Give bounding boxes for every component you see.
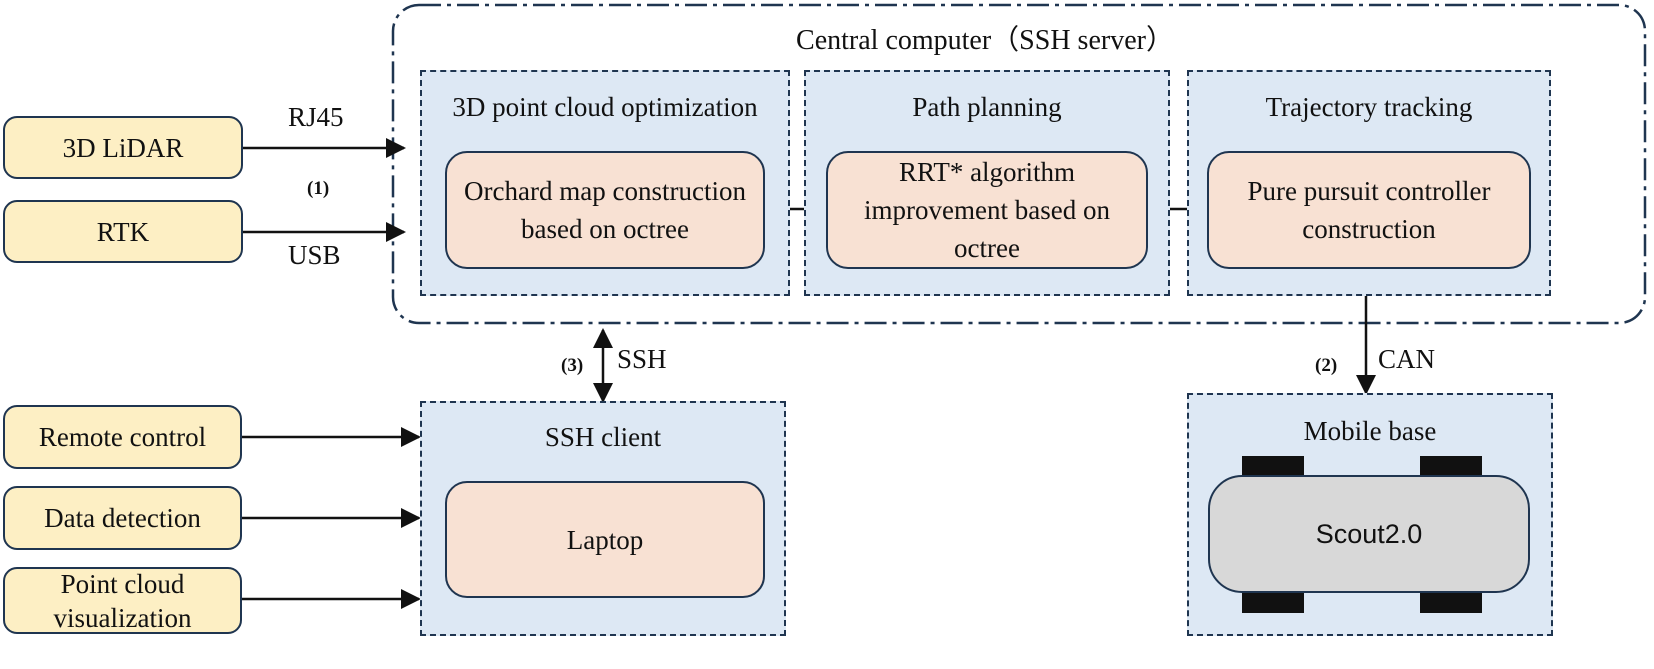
module-mobile-base: Mobile base Scout2.0 [1187, 393, 1553, 636]
module-title: Mobile base [1303, 416, 1437, 446]
wheel-icon [1420, 456, 1482, 479]
link-label-usb: USB [288, 240, 341, 270]
input-point-cloud-visualization: Point cloud visualization [3, 567, 242, 634]
central-computer-title: Central computer（SSH server） [796, 25, 1174, 56]
inner-rrt-algorithm: RRT* algorithm improvement based on octr… [826, 151, 1148, 269]
module-path-planning: Path planning RRT* algorithm improvement… [804, 70, 1170, 296]
link-index-2: (2) [1315, 355, 1338, 376]
wheel-icon [1242, 456, 1304, 479]
input-data-detection: Data detection [3, 486, 242, 550]
link-label-can: CAN [1378, 344, 1436, 374]
link-index-3: (3) [561, 355, 584, 376]
central-computer-outline [391, 3, 1647, 325]
wheel-icon [1420, 590, 1482, 613]
link-label-rj45: RJ45 [288, 102, 344, 132]
module-trajectory-tracking: Trajectory tracking Pure pursuit control… [1187, 70, 1551, 296]
module-title: Path planning [912, 92, 1062, 122]
inner-laptop: Laptop [445, 481, 765, 598]
module-ssh-client: SSH client Laptop [420, 401, 786, 636]
link-label-ssh: SSH [617, 344, 667, 374]
vehicle-scout: Scout2.0 [1208, 475, 1530, 593]
input-rtk: RTK [3, 200, 243, 263]
wheel-icon [1242, 590, 1304, 613]
inner-orchard-map-construction: Orchard map construction based on octree [445, 151, 765, 269]
module-title: SSH client [544, 422, 662, 452]
module-title: 3D point cloud optimization [452, 92, 758, 122]
input-remote-control: Remote control [3, 405, 242, 469]
module-point-cloud-optimization: 3D point cloud optimization Orchard map … [420, 70, 790, 296]
input-3d-lidar: 3D LiDAR [3, 116, 243, 179]
link-index-1: (1) [307, 178, 330, 199]
module-title: Trajectory tracking [1265, 92, 1473, 122]
inner-pure-pursuit: Pure pursuit controller construction [1207, 151, 1531, 269]
